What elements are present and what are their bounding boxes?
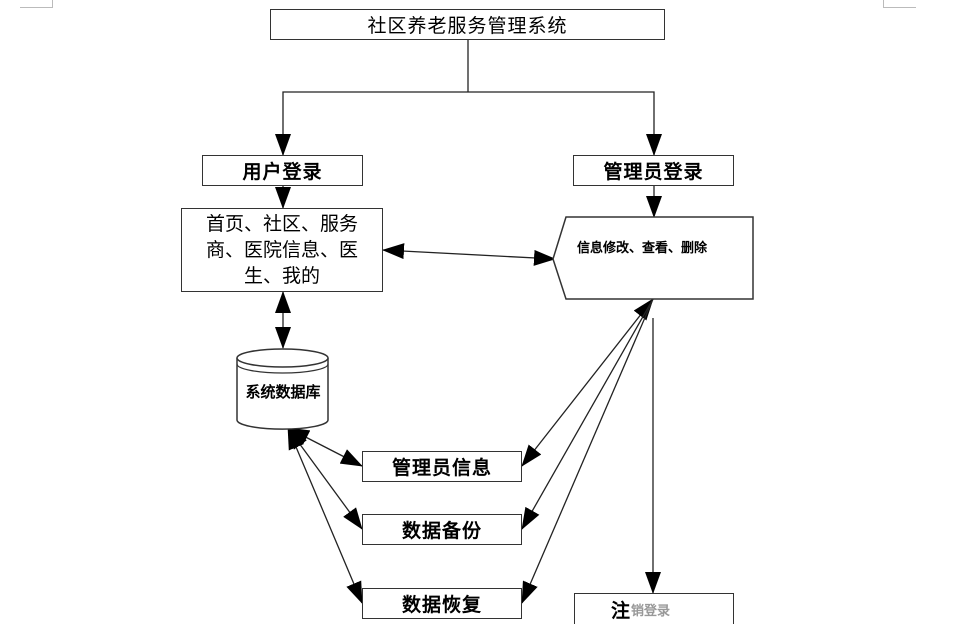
admin-ops-label: 信息修改、查看、删除: [577, 241, 708, 256]
logout-label-garbled: 销登录: [631, 603, 671, 619]
database-text: 系统数据库: [240, 381, 326, 403]
user-menu-label: 首页、社区、服务商、医院信息、医生、我的: [205, 213, 358, 287]
connector-to-admin-login: [468, 91, 662, 156]
user-menu-box: 首页、社区、服务商、医院信息、医生、我的: [181, 208, 383, 292]
data-restore-box: 数据恢复: [362, 588, 522, 619]
logout-label: 注: [611, 599, 632, 622]
page-corner-mark-right: [883, 0, 916, 8]
connector-db-admininfo: [287, 427, 363, 467]
user-login-label: 用户登录: [242, 161, 323, 183]
system-title-box: 社区养老服务管理系统: [270, 9, 665, 40]
database-cylinder: [236, 348, 329, 430]
database-label: 系统数据库: [245, 383, 321, 401]
connector-menu-ops: [382, 243, 556, 266]
data-backup-box: 数据备份: [362, 514, 522, 545]
system-title: 社区养老服务管理系统: [367, 15, 568, 37]
admin-ops-shape: [552, 216, 754, 300]
connector-to-user-login: [275, 91, 468, 156]
data-backup-label: 数据备份: [401, 520, 482, 542]
admin-login-label: 管理员登录: [603, 161, 704, 183]
connector-db-restore: [287, 427, 363, 604]
admin-info-box: 管理员信息: [362, 451, 522, 482]
connector-ops-restore: [521, 298, 654, 604]
connector-ops-admininfo: [521, 298, 654, 467]
connector-ops-backup: [521, 298, 654, 530]
admin-login-box: 管理员登录: [573, 155, 734, 186]
logout-box: 注销登录: [574, 593, 734, 624]
page-corner-mark-left: [20, 0, 53, 8]
admin-info-label: 管理员信息: [391, 457, 492, 479]
admin-ops-text: 信息修改、查看、删除: [577, 238, 737, 259]
user-login-box: 用户登录: [202, 155, 363, 186]
data-restore-label: 数据恢复: [401, 594, 482, 616]
